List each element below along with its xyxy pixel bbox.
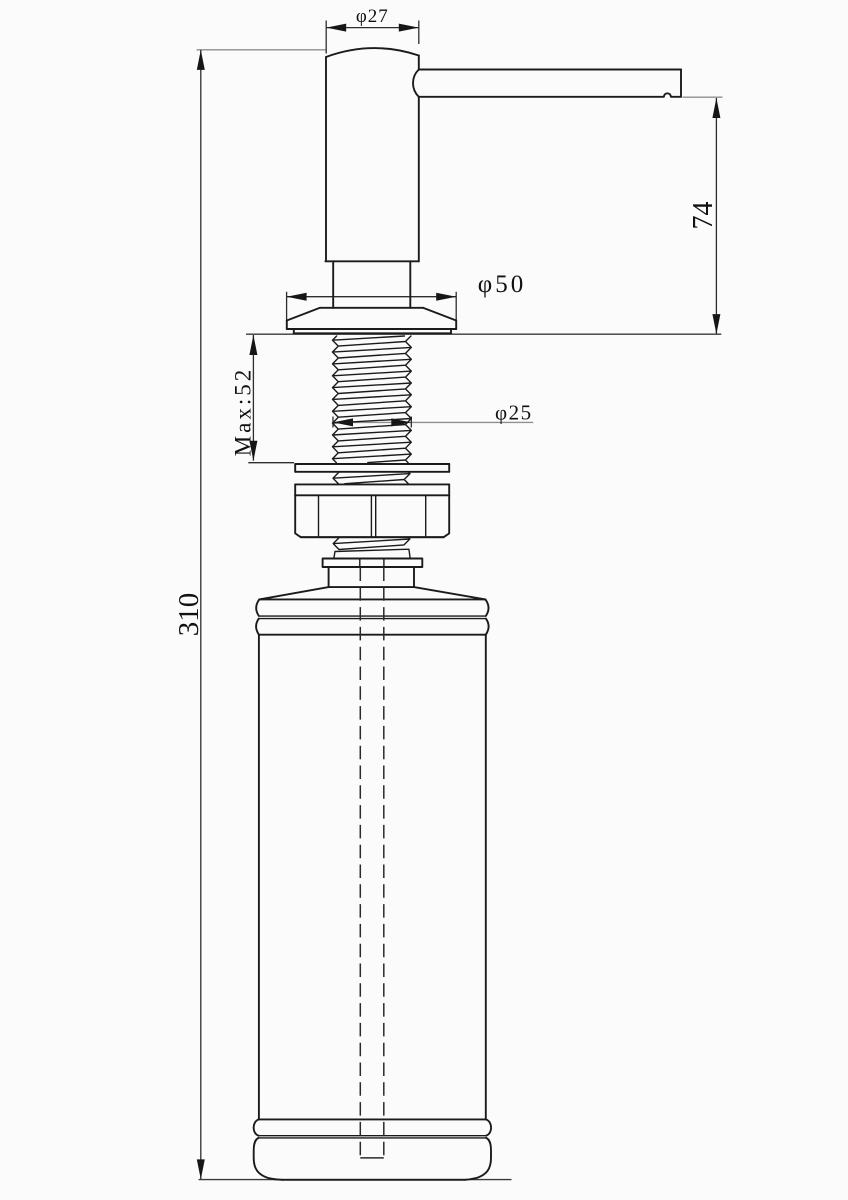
- svg-text:φ50: φ50: [478, 271, 526, 298]
- svg-text:φ25: φ25: [495, 401, 533, 425]
- svg-text:Max:52: Max:52: [231, 367, 256, 457]
- svg-text:φ27: φ27: [356, 6, 389, 27]
- svg-text:74: 74: [688, 202, 719, 230]
- svg-text:310: 310: [173, 593, 205, 637]
